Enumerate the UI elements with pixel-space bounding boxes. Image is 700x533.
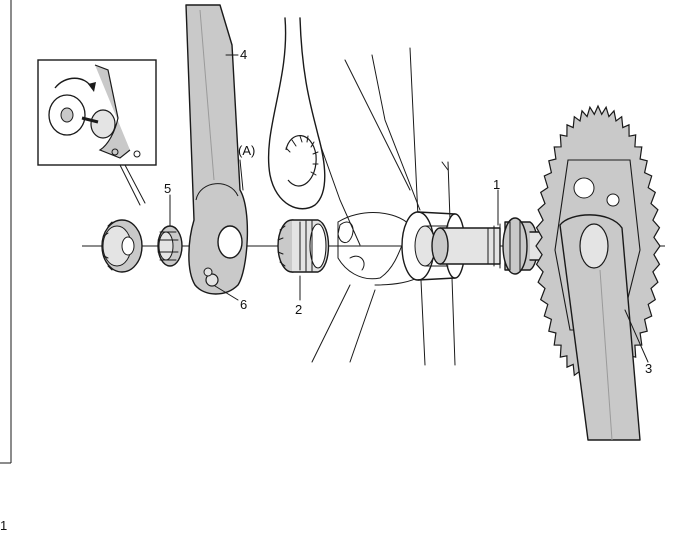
spanner-tool bbox=[267, 17, 326, 210]
callout-2: 2 bbox=[295, 302, 303, 317]
callout-1: 1 bbox=[493, 177, 501, 192]
left-crank-arm-part-4 bbox=[185, 4, 249, 295]
crank-cap-part-5 bbox=[157, 225, 183, 267]
bearing-cup-part-2 bbox=[277, 219, 330, 273]
callout-5: 5 bbox=[164, 181, 172, 196]
page-frame bbox=[0, 0, 12, 464]
bike-frame-lines bbox=[299, 47, 456, 366]
detail-inset bbox=[37, 59, 157, 206]
crank-cap-tool bbox=[101, 219, 143, 273]
chainring-crank-part-3 bbox=[535, 104, 661, 441]
leader-lines bbox=[169, 54, 649, 363]
callout-a: (A) bbox=[238, 143, 256, 158]
callout-4: 4 bbox=[240, 47, 248, 62]
corner-mark: 1 bbox=[0, 518, 8, 533]
callout-3: 3 bbox=[645, 361, 653, 376]
callout-6: 6 bbox=[240, 297, 248, 312]
